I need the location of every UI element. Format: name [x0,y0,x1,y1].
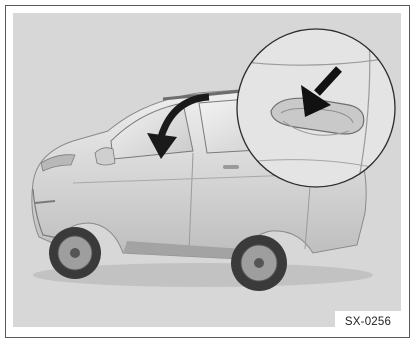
rear-wheel [231,235,287,291]
figure-code-label: SX-0256 [335,311,401,333]
front-wheel [49,227,101,279]
figure-illustration [13,13,401,327]
